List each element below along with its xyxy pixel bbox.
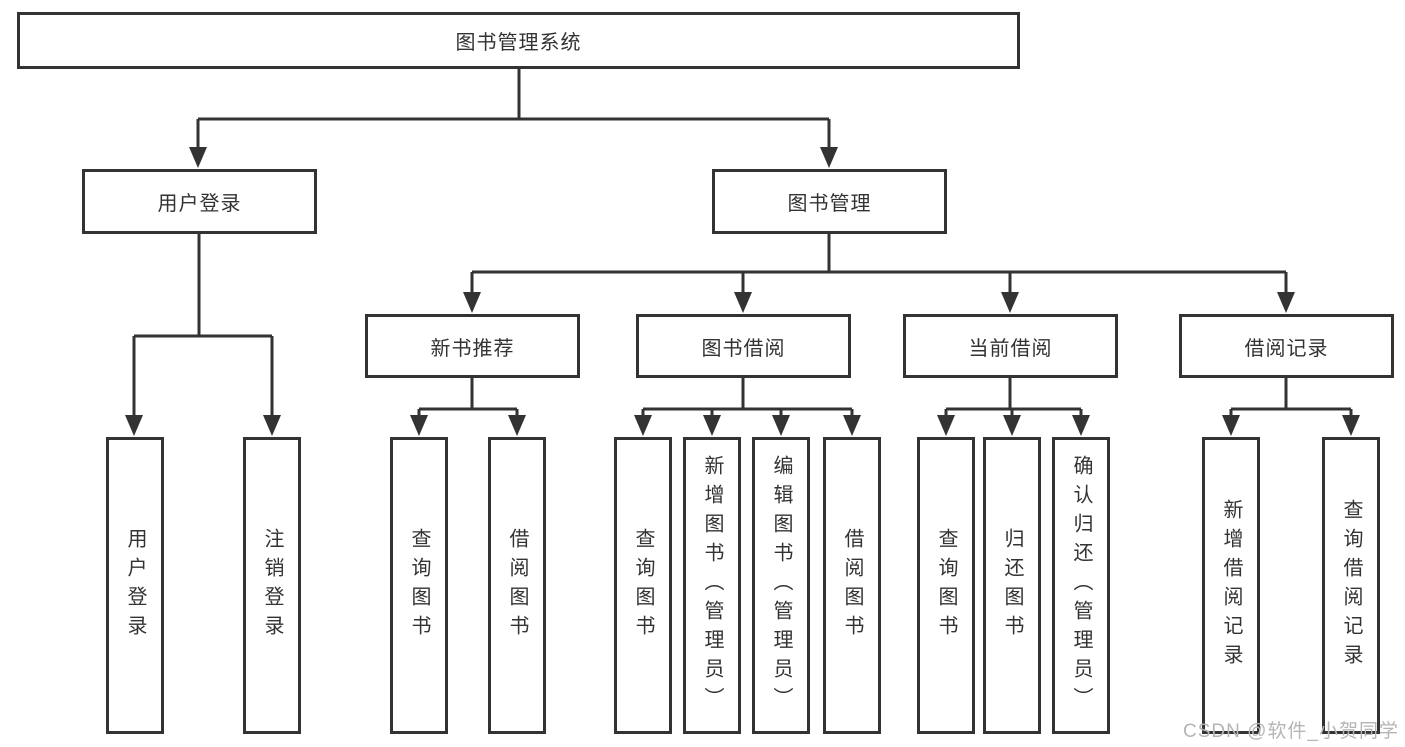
leaf-return-books-label: 归还图书: [1001, 527, 1023, 644]
node-borrowing-records-label: 借阅记录: [1244, 337, 1329, 360]
leaf-confirm-return-admin: 确认归还（管理员）: [1052, 437, 1110, 734]
arrowheads: [125, 147, 1360, 436]
leaf-query-books-current: 查询图书: [917, 437, 975, 734]
csdn-watermark: CSDN @软件_小贺同学: [1183, 721, 1399, 742]
leaf-confirm-return-admin-label: 确认归还（管理员）: [1070, 455, 1092, 716]
leaf-edit-book-admin-label: 编辑图书（管理员）: [770, 455, 792, 716]
node-user-login-label: 用户登录: [157, 193, 242, 215]
leaf-query-borrow-record: 查询借阅记录: [1322, 437, 1380, 734]
leaf-borrow-books-recommend: 借阅图书: [488, 437, 546, 734]
leaf-logout-login-label: 注销登录: [261, 527, 283, 644]
leaf-borrow-books-recommend-label: 借阅图书: [506, 527, 528, 644]
node-book-borrowing: 图书借阅: [636, 314, 851, 378]
node-new-book-recommend: 新书推荐: [365, 314, 580, 378]
leaf-borrow-books-borrowing-label: 借阅图书: [841, 527, 863, 644]
node-root-library-system: 图书管理系统: [17, 12, 1020, 69]
node-book-management-label: 图书管理: [787, 193, 872, 215]
leaf-query-borrow-record-label: 查询借阅记录: [1340, 498, 1362, 673]
leaf-query-books-borrowing: 查询图书: [614, 437, 672, 734]
leaf-query-books-recommend: 查询图书: [390, 437, 448, 734]
leaf-add-borrow-record: 新增借阅记录: [1202, 437, 1260, 734]
leaf-add-book-admin-label: 新增图书（管理员）: [701, 455, 723, 716]
node-user-login: 用户登录: [82, 169, 317, 234]
leaf-user-login-label: 用户登录: [124, 527, 146, 644]
leaf-query-books-current-label: 查询图书: [935, 527, 957, 644]
node-current-borrowing: 当前借阅: [903, 314, 1118, 378]
node-new-book-recommend-label: 新书推荐: [430, 337, 515, 360]
leaf-add-borrow-record-label: 新增借阅记录: [1220, 498, 1242, 673]
node-borrowing-records: 借阅记录: [1179, 314, 1394, 378]
node-current-borrowing-label: 当前借阅: [968, 337, 1053, 360]
node-root-label: 图书管理系统: [455, 32, 582, 54]
leaf-logout-login: 注销登录: [243, 437, 301, 734]
leaf-query-books-recommend-label: 查询图书: [408, 527, 430, 644]
leaf-user-login: 用户登录: [106, 437, 164, 734]
node-book-management: 图书管理: [712, 169, 947, 234]
leaf-borrow-books-borrowing: 借阅图书: [823, 437, 881, 734]
leaf-edit-book-admin: 编辑图书（管理员）: [752, 437, 810, 734]
node-book-borrowing-label: 图书借阅: [701, 337, 786, 360]
leaf-query-books-borrowing-label: 查询图书: [632, 527, 654, 644]
leaf-add-book-admin: 新增图书（管理员）: [683, 437, 741, 734]
leaf-return-books: 归还图书: [983, 437, 1041, 734]
